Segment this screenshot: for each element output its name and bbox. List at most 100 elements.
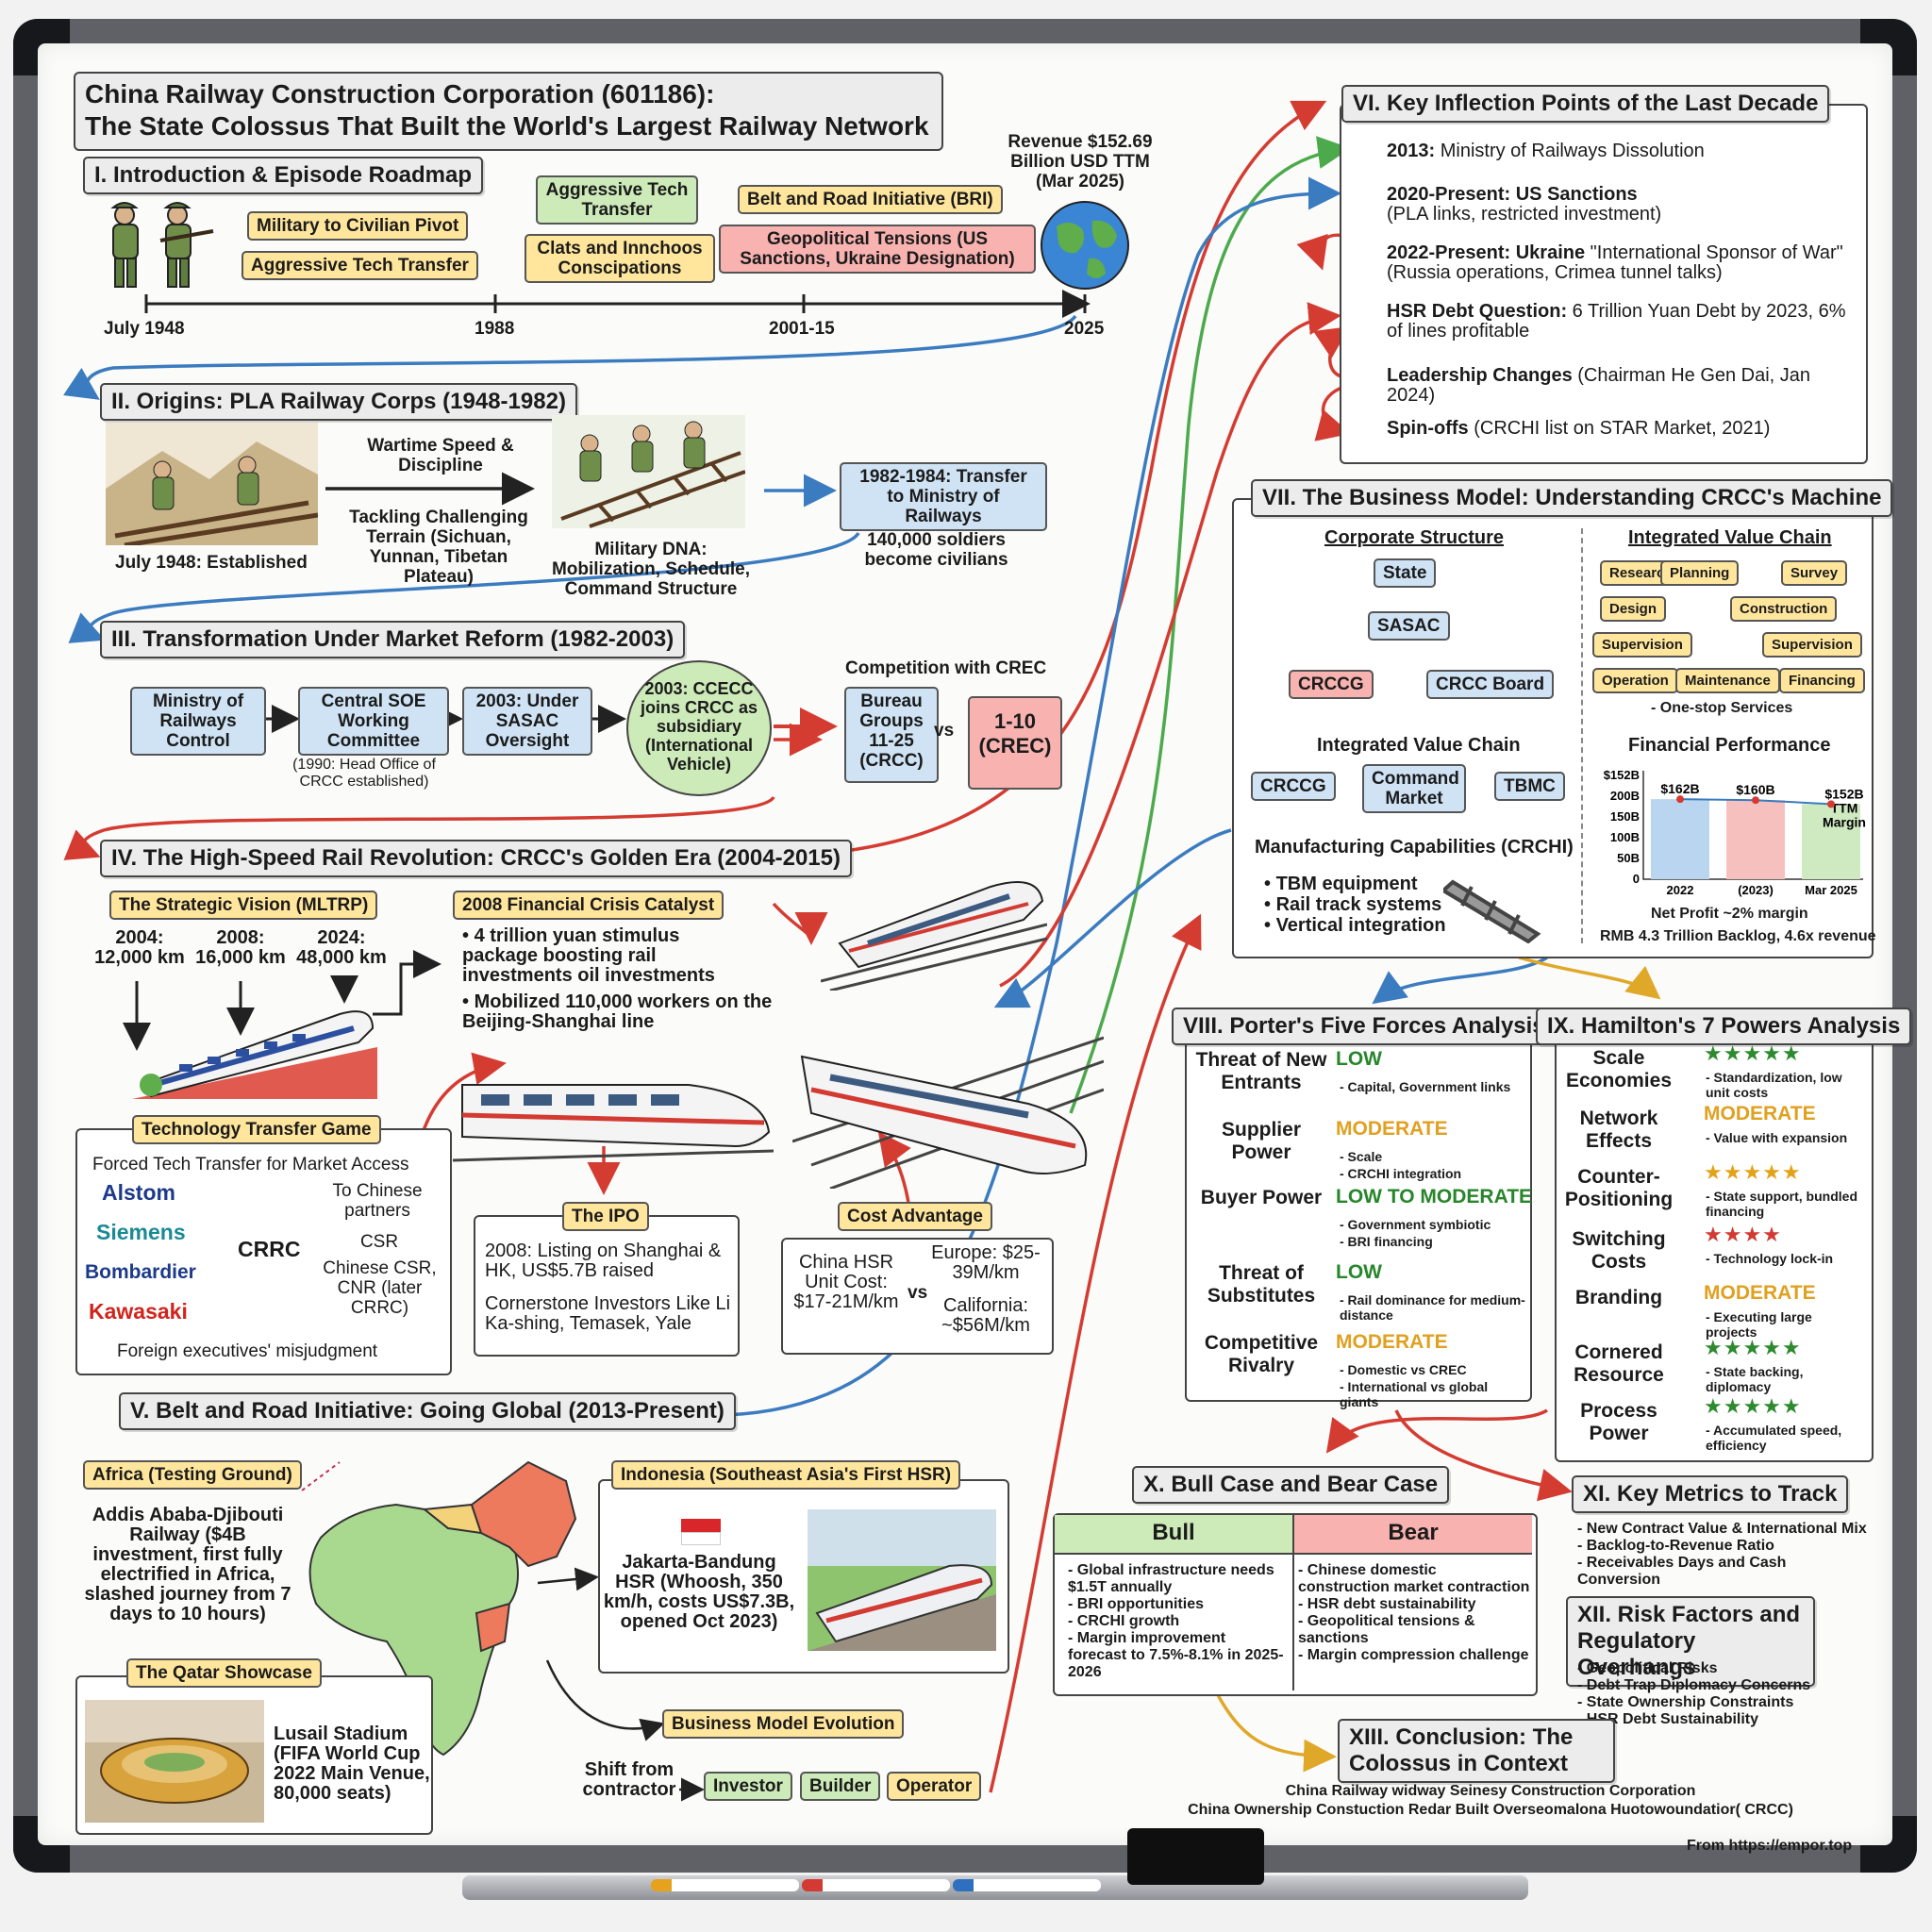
- bear-items: - Chinese domestic construction market c…: [1298, 1562, 1530, 1663]
- section13-header[interactable]: XIII. Conclusion: The Colossus in Contex…: [1338, 1719, 1615, 1783]
- vc-design[interactable]: Design: [1600, 596, 1667, 622]
- section3-header[interactable]: III. Transformation Under Market Reform …: [100, 621, 686, 658]
- hamilton-note-1: - Value with expansion: [1706, 1130, 1848, 1145]
- hamilton-note-0: - Standardization, low unit costs: [1706, 1070, 1842, 1100]
- vc-operation[interactable]: Operation: [1592, 668, 1678, 693]
- hamilton-stars-3: ★★★★: [1704, 1223, 1782, 1246]
- cost-tag[interactable]: Cost Advantage: [838, 1202, 992, 1231]
- marker-blue[interactable]: [953, 1879, 1101, 1891]
- porter-level-0: LOW: [1336, 1048, 1382, 1070]
- chart-ytick: 0: [1633, 872, 1640, 886]
- node-state[interactable]: State: [1374, 558, 1437, 588]
- vc-planning[interactable]: Planning: [1660, 560, 1740, 586]
- china-cost: China HSR Unit Cost: $17-21M/km: [793, 1252, 899, 1312]
- transfer-box[interactable]: 1982-1984: Transfer to Ministry of Railw…: [840, 462, 1047, 531]
- military-dna-label: Military DNA: Mobilization, Schedule, Co…: [551, 540, 751, 599]
- bull-label: Bull: [1152, 1520, 1195, 1545]
- indonesia-tag[interactable]: Indonesia (Southeast Asia's First HSR): [611, 1460, 961, 1490]
- hsr-train-top: [820, 868, 1048, 992]
- chart-ytick: 50B: [1617, 851, 1640, 865]
- vc-financing[interactable]: Financing: [1779, 668, 1865, 693]
- step-sasac[interactable]: 2003: Under SASAC Oversight: [462, 687, 592, 756]
- chart-ytick: 200B: [1610, 789, 1640, 803]
- chart-ytick: 100B: [1610, 830, 1640, 844]
- marker-red[interactable]: [802, 1879, 950, 1891]
- section10-header[interactable]: X. Bull Case and Bear Case: [1132, 1466, 1450, 1504]
- cost-vs: vs: [908, 1283, 928, 1303]
- crisis-tag[interactable]: 2008 Financial Crisis Catalyst: [453, 891, 724, 920]
- section5-header[interactable]: V. Belt and Road Initiative: Going Globa…: [119, 1392, 736, 1430]
- hsr-train-small: [132, 981, 377, 1099]
- chain-crccg[interactable]: CRCCG: [1251, 772, 1336, 801]
- vc-construction[interactable]: Construction: [1730, 596, 1838, 622]
- tag-military-civilian[interactable]: Military to Civilian Pivot: [247, 211, 469, 241]
- section8-header[interactable]: VIII. Porter's Five Forces Analysis: [1172, 1008, 1557, 1045]
- section6-header[interactable]: VI. Key Inflection Points of the Last De…: [1341, 85, 1830, 123]
- section4-header[interactable]: IV. The High-Speed Rail Revolution: CRCC…: [100, 840, 852, 877]
- head-office-note: (1990: Head Office of CRCC established): [292, 757, 436, 790]
- tag-clats[interactable]: Clats and Innchoos Conscipations: [525, 234, 715, 283]
- mfg-items: • TBM equipment• Rail track systems• Ver…: [1264, 874, 1446, 936]
- role-operator[interactable]: Operator: [887, 1772, 982, 1801]
- tag-bri[interactable]: Belt and Road Initiative (BRI): [738, 185, 1003, 214]
- tag-geopolitical[interactable]: Geopolitical Tensions (US Sanctions, Ukr…: [719, 225, 1036, 274]
- porter-note-4-1: - International vs global giants: [1340, 1379, 1489, 1409]
- timeline-2001-15: 2001-15: [769, 319, 835, 339]
- section11-header[interactable]: XI. Key Metrics to Track: [1572, 1475, 1849, 1513]
- role-builder[interactable]: Builder: [800, 1772, 881, 1801]
- vc-supervision-left[interactable]: Supervision: [1592, 632, 1692, 658]
- ccecc-circle[interactable]: 2003: CCECC joins CRCC as subsidiary (In…: [626, 660, 772, 796]
- footer-source[interactable]: From https://empor.top: [1687, 1838, 1853, 1854]
- soldiers-track-illustration: [106, 423, 319, 548]
- hamilton-power-6: Process Power: [1580, 1400, 1657, 1444]
- vc-supervision-right[interactable]: Supervision: [1762, 632, 1862, 658]
- hamilton-note-5: - State backing, diplomacy: [1706, 1364, 1804, 1394]
- node-crcc-board[interactable]: CRCC Board: [1426, 670, 1555, 699]
- porter-box: [1185, 1028, 1532, 1402]
- california-cost: California: ~$56M/km: [941, 1295, 1030, 1336]
- crec-box[interactable]: 1-10 (CREC): [968, 696, 1062, 790]
- soldiers-civilians-label: 140,000 soldiers become civilians: [864, 530, 1008, 570]
- node-crccg[interactable]: CRCCG: [1289, 670, 1374, 699]
- inflection-ukraine: 2022-Present: Ukraine "International Spo…: [1387, 242, 1843, 283]
- role-investor[interactable]: Investor: [704, 1772, 792, 1801]
- step-central-soe[interactable]: Central SOE Working Committee: [298, 687, 449, 756]
- bureau-crcc[interactable]: Bureau Groups 11-25 (CRCC): [844, 687, 939, 783]
- lusail-stadium-photo: [85, 1700, 264, 1823]
- chain-tbmc[interactable]: TBMC: [1494, 772, 1565, 801]
- chinese-partners-label: To Chinese partners: [332, 1181, 423, 1221]
- ccecc-text: 2003: CCECC joins CRCC as subsidiary (In…: [640, 679, 758, 774]
- inflection-leadership: Leadership Changes (Chairman He Gen Dai,…: [1387, 365, 1811, 406]
- section2-header[interactable]: II. Origins: PLA Railway Corps (1948-198…: [100, 383, 577, 421]
- tech-transfer-box: [75, 1128, 452, 1375]
- section1-header[interactable]: I. Introduction & Episode Roadmap: [83, 157, 484, 194]
- qatar-tag[interactable]: The Qatar Showcase: [126, 1658, 322, 1688]
- marker-yellow[interactable]: [651, 1879, 799, 1891]
- risk-list: - Geopolitical Risks- Debt Trap Diplomac…: [1577, 1660, 1811, 1727]
- africa-tag[interactable]: Africa (Testing Ground): [83, 1460, 302, 1490]
- tag-aggressive-tech-2[interactable]: Aggressive Tech Transfer: [536, 175, 698, 225]
- europe-cost: Europe: $25-39M/km: [931, 1242, 1041, 1283]
- timeline-2025: 2025: [1064, 319, 1105, 339]
- tech-transfer-tag[interactable]: Technology Transfer Game: [132, 1115, 381, 1144]
- vc-survey[interactable]: Survey: [1781, 560, 1848, 586]
- eraser[interactable]: [1127, 1828, 1264, 1885]
- tag-aggressive-tech[interactable]: Aggressive Tech Transfer: [242, 251, 478, 280]
- ipo-text-1: 2008: Listing on Shanghai & HK, US$5.7B …: [485, 1241, 722, 1281]
- vc-maintenance[interactable]: Maintenance: [1675, 668, 1780, 693]
- chain-command-market[interactable]: Command Market: [1362, 764, 1466, 813]
- strategic-vision-tag[interactable]: The Strategic Vision (MLTRP): [109, 891, 378, 920]
- ipo-tag[interactable]: The IPO: [562, 1202, 649, 1231]
- porter-force-0: Threat of New Entrants: [1195, 1049, 1327, 1093]
- chart-data-label: $160B: [1736, 782, 1774, 797]
- globe-icon: [1038, 198, 1132, 292]
- section9-header[interactable]: IX. Hamilton's 7 Powers Analysis: [1536, 1008, 1912, 1045]
- step-ministry[interactable]: Ministry of Railways Control: [130, 687, 266, 756]
- chart-bar: [1651, 799, 1709, 879]
- porter-force-2: Buyer Power: [1200, 1187, 1323, 1208]
- bme-tag[interactable]: Business Model Evolution: [662, 1709, 905, 1739]
- section12-header[interactable]: XII. Risk Factors and Regulatory Overhan…: [1566, 1596, 1815, 1687]
- node-sasac[interactable]: SASAC: [1368, 611, 1450, 641]
- section7-header[interactable]: VII. The Business Model: Understanding C…: [1251, 479, 1893, 517]
